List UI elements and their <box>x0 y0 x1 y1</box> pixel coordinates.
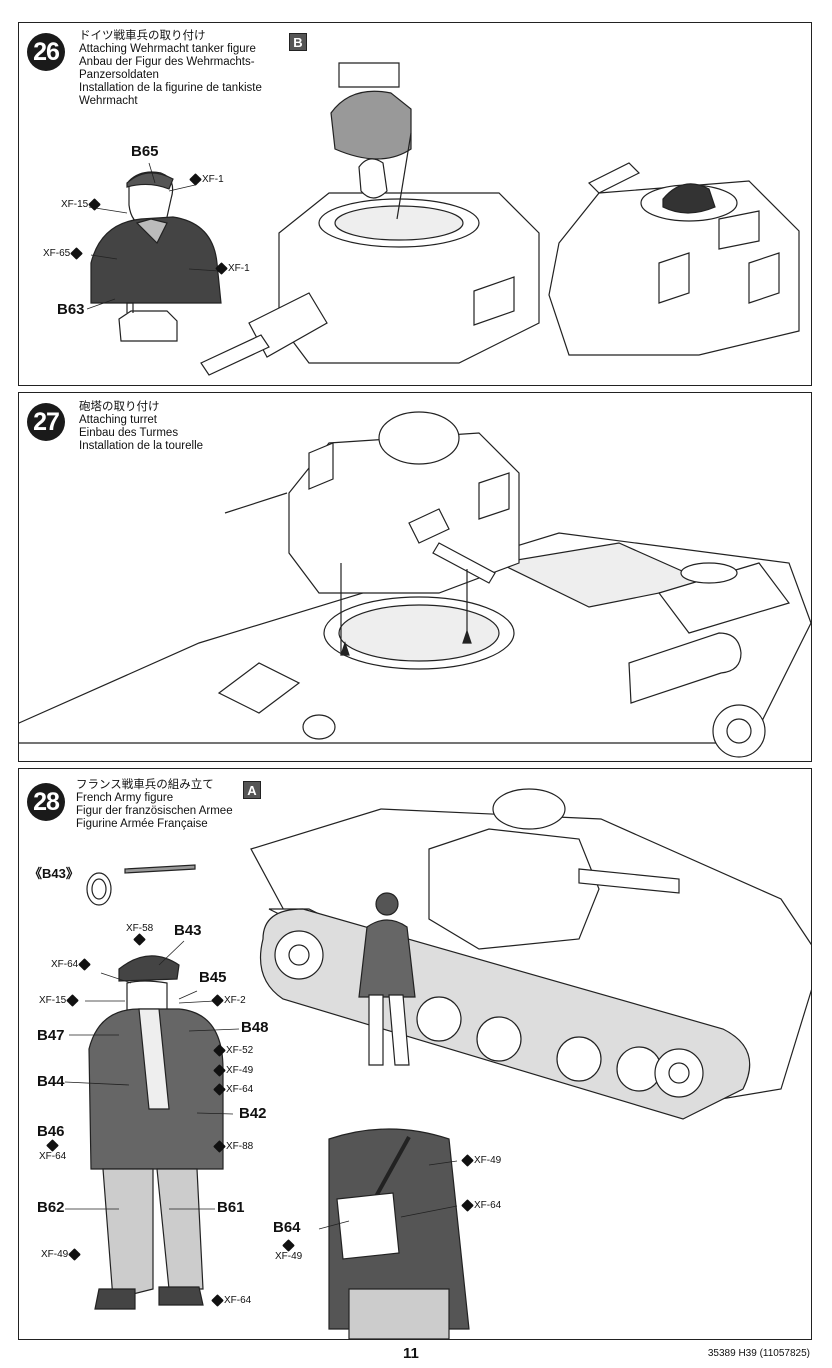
paint-code: XF-65 <box>43 248 71 259</box>
paint-code: XF-15 <box>39 995 67 1006</box>
paint-callout-xf58: XF-58 <box>126 923 154 946</box>
title-fr: Figurine Armée Française <box>76 818 208 830</box>
paint-code: XF-1 <box>228 263 250 274</box>
paint-dot-icon <box>215 262 228 275</box>
paint-dot-icon <box>461 1154 474 1167</box>
detail-part-label: 《B43》 <box>29 866 79 881</box>
step-26-illustration <box>86 62 800 376</box>
paint-callout-xf2: XF-2 <box>211 994 246 1007</box>
paint-dot-icon <box>70 247 84 260</box>
part-label-b43: B43 <box>174 922 202 939</box>
paint-dot-icon <box>46 1139 59 1152</box>
paint-callout-xf49-coat: XF-49 <box>213 1064 254 1077</box>
title-ja: ドイツ戦車兵の取り付け <box>79 30 206 42</box>
step-26-panel: 26 ドイツ戦車兵の取り付け Attaching Wehrmacht tanke… <box>18 22 812 386</box>
paint-callout-xf65: XF-65 <box>43 247 84 260</box>
paint-dot-icon <box>461 1199 474 1212</box>
step-28-panel: 28 フランス戦車兵の組み立て French Army figure Figur… <box>18 768 812 1340</box>
title-en: Attaching turret <box>79 414 157 426</box>
step-title-block: 砲塔の取り付け Attaching turret Einbau des Turm… <box>79 401 203 453</box>
paint-code: XF-52 <box>226 1045 254 1056</box>
paint-code: XF-88 <box>226 1141 254 1152</box>
paint-dot-icon <box>213 1083 226 1096</box>
title-de-cont: Panzersoldaten <box>79 69 159 81</box>
paint-code: XF-64 <box>474 1200 502 1211</box>
paint-callout-xf64-helmet: XF-64 <box>51 958 92 971</box>
part-label-b62: B62 <box>37 1199 65 1216</box>
paint-code: XF-64 <box>39 1151 67 1162</box>
paint-callout-xf1-coat: XF-1 <box>215 262 250 275</box>
title-ja: 砲塔の取り付け <box>79 401 160 413</box>
paint-code: XF-49 <box>226 1065 254 1076</box>
paint-dot-icon <box>88 198 102 211</box>
paint-code: XF-58 <box>126 923 154 934</box>
parts-tree-tag: B <box>289 33 307 51</box>
paint-dot-icon <box>133 933 146 946</box>
paint-callout-xf49-bag-coat: XF-49 <box>461 1154 502 1167</box>
paint-code: XF-49 <box>41 1249 69 1260</box>
part-label-b44: B44 <box>37 1073 65 1090</box>
paint-code: XF-49 <box>275 1251 303 1262</box>
paint-code: XF-2 <box>224 995 246 1006</box>
part-label-b61: B61 <box>217 1199 245 1216</box>
step-title-block: ドイツ戦車兵の取り付け Attaching Wehrmacht tanker f… <box>79 30 262 108</box>
paint-callout-xf64-belt: XF-64 <box>213 1083 254 1096</box>
title-en: French Army figure <box>76 792 174 804</box>
paint-code: XF-64 <box>224 1295 252 1306</box>
title-fr: Installation de la tourelle <box>79 440 204 452</box>
paint-callout-xf1: XF-1 <box>189 173 224 186</box>
parts-tree-tag: A <box>243 781 261 799</box>
paint-callout-xf49-trousers: XF-49 <box>41 1248 82 1261</box>
product-code: 35389 H39 (11057825) <box>707 1348 810 1359</box>
part-label-b47: B47 <box>37 1027 65 1044</box>
step-27-panel: 27 砲塔の取り付け Attaching turret Einbau des T… <box>18 392 812 762</box>
paint-code: XF-64 <box>226 1084 254 1095</box>
title-de: Figur der französischen Armee <box>76 805 233 817</box>
paint-code: XF-1 <box>202 174 224 185</box>
part-label-b63: B63 <box>57 301 85 318</box>
paint-callout-xf49-b64: XF-49 <box>275 1239 303 1262</box>
paint-dot-icon <box>211 994 224 1007</box>
paint-dot-icon <box>78 958 92 971</box>
step-number-badge: 26 <box>27 33 65 71</box>
step-number-badge: 27 <box>27 403 65 441</box>
paint-callout-xf64-holster: XF-64 <box>39 1139 67 1162</box>
paint-callout-xf64-bag: XF-64 <box>461 1199 502 1212</box>
paint-dot-icon <box>213 1044 226 1057</box>
part-label-b46: B46 <box>37 1123 65 1140</box>
step-title-block: フランス戦車兵の組み立て French Army figure Figur de… <box>76 779 233 831</box>
paint-dot-icon <box>211 1294 224 1307</box>
title-fr-cont: Wehrmacht <box>79 95 138 107</box>
step-number-badge: 28 <box>27 783 65 821</box>
paint-code: XF-49 <box>474 1155 502 1166</box>
part-label-b48: B48 <box>241 1019 269 1036</box>
paint-callout-xf52: XF-52 <box>213 1044 254 1057</box>
page-number: 11 <box>403 1345 419 1362</box>
paint-dot-icon <box>213 1064 226 1077</box>
part-label-b42: B42 <box>239 1105 267 1122</box>
part-label-b65: B65 <box>131 143 159 160</box>
paint-code: XF-64 <box>51 959 79 970</box>
title-fr: Installation de la figurine de tankiste <box>79 82 262 94</box>
paint-dot-icon <box>189 173 202 186</box>
paint-dot-icon <box>213 1140 226 1153</box>
title-de: Einbau des Turmes <box>79 427 179 439</box>
step-28-illustration <box>64 788 811 1339</box>
title-en: Attaching Wehrmacht tanker figure <box>79 43 256 55</box>
paint-callout-xf88: XF-88 <box>213 1140 254 1153</box>
paint-callout-xf64-boots: XF-64 <box>211 1294 252 1307</box>
title-ja: フランス戦車兵の組み立て <box>76 779 214 791</box>
paint-dot-icon <box>66 994 80 1007</box>
paint-dot-icon <box>68 1248 82 1261</box>
paint-callout-xf15: XF-15 <box>39 994 80 1007</box>
paint-dot-icon <box>282 1239 295 1252</box>
step-27-illustration <box>19 411 811 758</box>
title-de: Anbau der Figur des Wehrmachts- <box>79 56 255 68</box>
paint-callout-xf15: XF-15 <box>61 198 102 211</box>
part-label-b45: B45 <box>199 969 227 986</box>
part-label-b64: B64 <box>273 1219 301 1236</box>
paint-code: XF-15 <box>61 199 89 210</box>
